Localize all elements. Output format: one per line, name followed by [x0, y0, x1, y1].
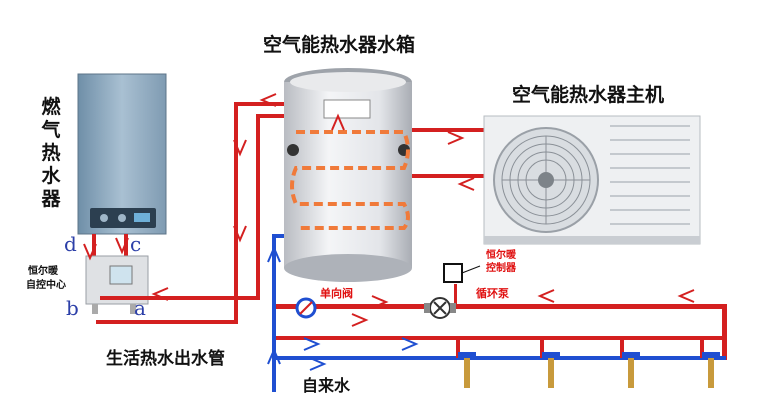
arrow-right-icon — [351, 313, 369, 327]
tank-title: 空气能热水器水箱 — [263, 34, 416, 56]
host-title: 空气能热水器主机 — [512, 84, 665, 106]
tap-branch — [456, 340, 476, 388]
tap-branch — [700, 340, 720, 388]
arrow-up-icon — [267, 347, 281, 365]
pipe-d-segment — [92, 234, 96, 258]
port-c-label: c — [130, 232, 142, 256]
arrow-left-icon — [677, 289, 695, 303]
hot-supply-pipe — [276, 336, 726, 340]
controller-box — [443, 263, 481, 283]
pump-label: 循环泵 — [476, 287, 509, 300]
arrow-right-icon — [401, 337, 419, 351]
port-d-label: d — [64, 232, 77, 256]
arrow-left-icon — [151, 287, 169, 301]
circulation-return-pipe — [276, 304, 726, 309]
arrow-up-icon — [331, 113, 345, 131]
arrow-left-icon — [537, 289, 555, 303]
arrow-down-icon — [233, 225, 247, 243]
port-a-label: a — [134, 296, 146, 320]
controller-label-line1: 恒尔暖 — [486, 250, 516, 261]
outlet-pipe-label: 生活热水出水管 — [106, 349, 225, 369]
check-valve — [295, 297, 317, 319]
tap-water-label: 自来水 — [302, 376, 351, 395]
pipe-c-segment — [124, 234, 128, 258]
hot-riser-left — [234, 104, 238, 324]
arrow-down-icon — [83, 243, 97, 261]
host-to-tank-pipe — [412, 174, 484, 178]
to-control-pipe — [100, 296, 260, 300]
arrow-right-icon — [371, 295, 389, 309]
control-center-label-line1: 恒尔暖 — [28, 266, 58, 277]
gas-heater-label: 燃气热水器 — [41, 96, 61, 210]
port-b-label: b — [66, 296, 79, 320]
arrow-right-icon — [447, 131, 465, 145]
cold-distribution-pipe — [276, 356, 726, 360]
flow-arrows — [83, 93, 695, 371]
control-center-label-line2: 自控中心 — [26, 280, 66, 291]
arrow-down-icon — [233, 139, 247, 157]
arrow-down-icon — [115, 237, 129, 255]
check-valve-label: 单向阀 — [320, 287, 353, 300]
arrow-left-icon — [457, 177, 475, 191]
arrow-right-icon — [303, 337, 321, 351]
cold-main-riser — [272, 236, 276, 392]
tap-branch — [620, 340, 640, 388]
arrow-left-icon — [259, 93, 277, 107]
circulation-pump — [424, 297, 456, 319]
arrow-right-icon — [309, 357, 327, 371]
water-tank — [284, 68, 412, 282]
heating-coil — [290, 130, 410, 230]
tap-branches — [456, 340, 720, 388]
controller-label-line2: 控制器 — [486, 263, 516, 274]
tap-branch — [540, 340, 560, 388]
heat-pump-unit — [483, 115, 701, 245]
gas-water-heater — [77, 73, 167, 235]
tank-to-host-pipe — [412, 128, 484, 132]
arrow-up-icon — [267, 245, 281, 263]
